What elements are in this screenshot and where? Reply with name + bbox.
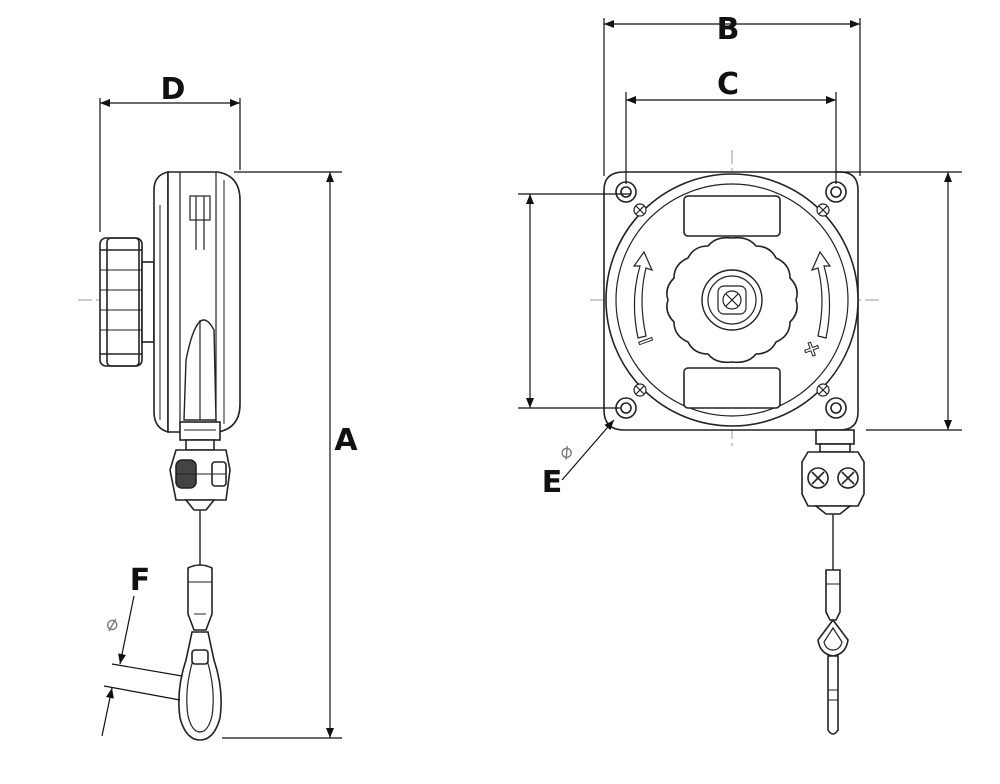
side-ferrule xyxy=(187,564,213,631)
label-b: B xyxy=(717,12,740,47)
label-a: A xyxy=(334,423,358,458)
dimension-e xyxy=(561,419,615,481)
front-view xyxy=(590,150,880,450)
arrow-plus xyxy=(810,250,832,339)
diameter-symbol-e: ⌀ xyxy=(553,438,578,464)
label-e: E xyxy=(542,465,563,500)
dimension-plate-height xyxy=(836,171,962,431)
side-loop xyxy=(178,631,222,741)
side-view xyxy=(78,171,241,741)
dimension-hole-spacing xyxy=(518,193,630,409)
label-c: C xyxy=(717,67,739,102)
dimension-c xyxy=(625,92,837,184)
label-window-bottom xyxy=(683,367,781,409)
arrow-minus xyxy=(632,250,654,339)
front-cable-assembly xyxy=(801,429,865,735)
diameter-symbol-f: ⌀ xyxy=(103,610,121,636)
side-knob xyxy=(99,237,155,367)
front-ferrule xyxy=(825,569,841,621)
dimension-a xyxy=(222,171,342,739)
housing-screws xyxy=(633,203,830,397)
side-backplate xyxy=(153,171,169,434)
label-d: D xyxy=(161,72,186,107)
label-window-top xyxy=(683,195,781,237)
mounting-holes xyxy=(615,181,847,419)
side-stopper xyxy=(169,449,231,511)
dimension-d xyxy=(99,98,241,232)
dimension-f xyxy=(101,595,183,737)
front-stopper xyxy=(801,451,865,507)
dimension-b xyxy=(603,18,861,176)
label-f: F xyxy=(130,563,151,598)
